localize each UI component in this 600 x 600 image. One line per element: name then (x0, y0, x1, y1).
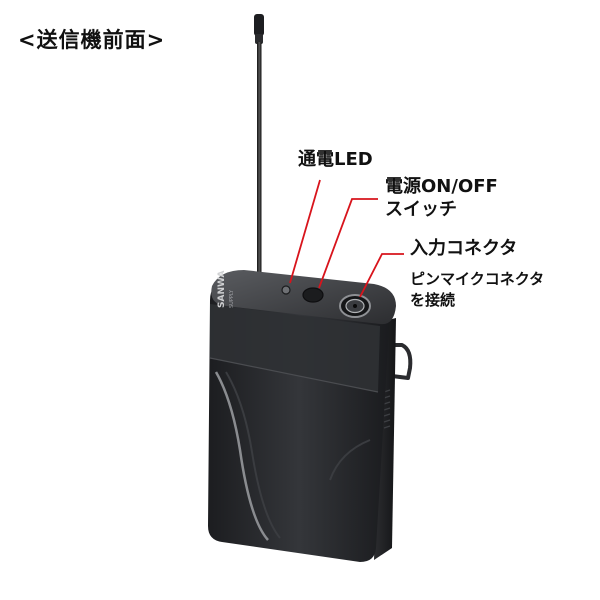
led-leader-line (289, 179, 321, 284)
power-switch[interactable] (302, 287, 324, 303)
power-leader-line (318, 198, 378, 289)
leader-lines (289, 179, 404, 298)
antenna-icon (252, 14, 266, 286)
power-switch-label: 電源ON/OFF (385, 176, 498, 197)
input-connector-label: 入力コネクタ (410, 238, 518, 259)
input-connector-desc: ピンマイクコネクタ (410, 270, 545, 288)
brand-logo: SANWA (217, 270, 227, 308)
power-switch-label-2: スイッチ (385, 199, 457, 220)
power-led (281, 285, 291, 295)
page-title: <送信機前面> (18, 28, 166, 52)
input-connector[interactable] (339, 294, 371, 318)
led-label: 通電LED (298, 149, 373, 170)
belt-clip-icon (386, 343, 413, 380)
input-connector-desc-2: を接続 (410, 291, 456, 309)
brand-logo-sub: SUPPLY (229, 289, 235, 308)
upper-band (210, 304, 380, 392)
input-leader-line (359, 253, 404, 298)
body-curve (214, 371, 269, 541)
